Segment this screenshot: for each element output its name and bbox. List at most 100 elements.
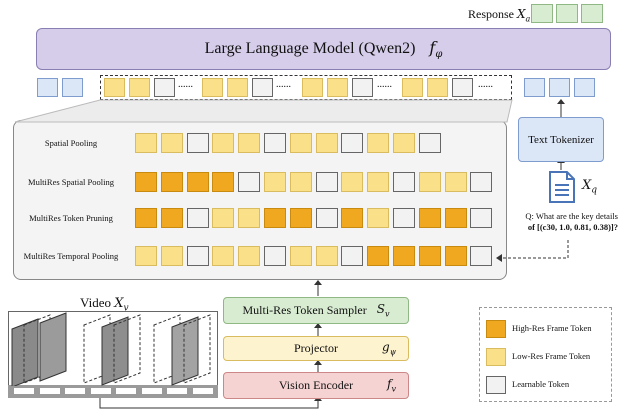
legend-label: Learnable Token bbox=[512, 379, 570, 389]
projector-symbol-letter: g bbox=[382, 340, 390, 355]
film-sprocket bbox=[116, 388, 136, 394]
document-icon bbox=[549, 171, 575, 203]
sequence-token-5 bbox=[154, 78, 175, 97]
sequence-token-16 bbox=[427, 78, 448, 97]
pooling-token bbox=[367, 133, 390, 153]
pooling-row-label: MultiRes Token Pruning bbox=[29, 213, 113, 223]
legend-label: High-Res Frame Token bbox=[512, 323, 592, 333]
query-text: Q: What are the key details of [(c30, 1.… bbox=[512, 211, 618, 233]
sampler-box: Multi-Res Token Sampler Sv bbox=[223, 297, 409, 324]
pooling-token bbox=[160, 246, 183, 266]
sequence-token-20 bbox=[549, 78, 570, 97]
film-strip-bottom bbox=[8, 385, 218, 398]
pooling-token bbox=[393, 172, 415, 192]
query-symbol-letter: X bbox=[582, 178, 592, 193]
pooling-row-label: Spatial Pooling bbox=[44, 138, 98, 148]
film-sprocket bbox=[167, 388, 187, 394]
llm-symbol-sub: φ bbox=[435, 49, 443, 61]
funnel-shape bbox=[14, 99, 513, 123]
pooling-token bbox=[444, 208, 467, 228]
pooling-token bbox=[160, 208, 183, 228]
sequence-token-11 bbox=[302, 78, 323, 97]
sequence-token-3 bbox=[104, 78, 125, 97]
projector-label: Projector bbox=[294, 341, 338, 355]
sequence-token-12 bbox=[327, 78, 348, 97]
pooling-row-label: MultiRes Spatial Pooling bbox=[28, 177, 114, 187]
pooling-token bbox=[418, 246, 441, 266]
projector-box: Projector gψ bbox=[223, 336, 409, 361]
llm-symbol-letter: f bbox=[429, 37, 436, 57]
encoder-symbol: fv bbox=[387, 377, 396, 393]
legend bbox=[479, 307, 612, 402]
film-sprocket bbox=[14, 388, 34, 394]
pooling-token bbox=[444, 246, 467, 266]
sequence-token-15 bbox=[402, 78, 423, 97]
pooling-token bbox=[289, 172, 312, 192]
film-sprocket bbox=[141, 388, 162, 394]
query-to-row-line bbox=[500, 240, 569, 259]
response-token-3 bbox=[581, 4, 603, 23]
legend-swatch-lt bbox=[486, 376, 506, 394]
sequence-token-1 bbox=[37, 78, 58, 97]
frame-group-3 bbox=[153, 314, 211, 386]
pooling-token bbox=[212, 246, 235, 266]
pooling-token bbox=[135, 172, 157, 192]
text-tokenizer-box: Text Tokenizer bbox=[518, 117, 604, 162]
sequence-ellipsis: ...... bbox=[377, 79, 392, 90]
pooling-token bbox=[238, 246, 261, 266]
pooling-token bbox=[264, 208, 286, 228]
encoder-label: Vision Encoder bbox=[278, 378, 354, 392]
tokenizer-to-seq-head bbox=[557, 99, 565, 104]
pooling-token bbox=[160, 172, 183, 192]
legend-swatch-hi bbox=[486, 320, 506, 338]
sequence-ellipsis: ...... bbox=[478, 79, 493, 90]
pooling-token bbox=[238, 208, 261, 228]
llm-symbol: fφ bbox=[429, 38, 442, 60]
film-sprocket bbox=[90, 388, 111, 394]
video-symbol: Xv bbox=[114, 296, 129, 314]
pooling-token bbox=[341, 133, 364, 153]
pooling-token bbox=[393, 246, 415, 266]
sequence-token-13 bbox=[352, 78, 373, 97]
pooling-token bbox=[418, 208, 441, 228]
legend-swatch-lo bbox=[486, 348, 506, 366]
video-symbol-sub: v bbox=[123, 303, 129, 314]
query-line-1: Q: What are the key details bbox=[525, 211, 618, 221]
pooling-token bbox=[212, 133, 235, 153]
pooling-token bbox=[186, 133, 209, 153]
response-symbol-letter: X bbox=[517, 7, 526, 21]
pooling-token bbox=[367, 246, 390, 266]
pooling-token bbox=[186, 246, 209, 266]
sequence-token-9 bbox=[252, 78, 273, 97]
response-text: Response bbox=[468, 7, 514, 21]
pooling-token bbox=[315, 208, 338, 228]
pooling-token bbox=[289, 208, 312, 228]
query-line-2: of [(c30, 1.0, 0.81, 0.38)]? bbox=[527, 222, 618, 232]
pooling-token bbox=[315, 246, 338, 266]
pooling-token bbox=[418, 172, 441, 192]
pooling-token bbox=[341, 208, 364, 228]
sampler-label: Multi-Res Token Sampler bbox=[242, 303, 367, 317]
sequence-token-8 bbox=[227, 78, 248, 97]
video-to-encoder-line bbox=[99, 398, 319, 409]
text-tokenizer-label: Text Tokenizer bbox=[528, 133, 594, 146]
llm-box: Large Language Model (Qwen2) fφ bbox=[36, 28, 611, 70]
pooling-token bbox=[315, 172, 338, 192]
pooling-token bbox=[186, 172, 209, 192]
response-label: Response Xa bbox=[468, 7, 530, 23]
pooling-token bbox=[393, 133, 415, 153]
sequence-token-17 bbox=[452, 78, 473, 97]
response-token-1 bbox=[531, 4, 553, 23]
encoder-symbol-letter: f bbox=[387, 377, 392, 392]
pooling-token bbox=[393, 208, 415, 228]
video-symbol-letter: X bbox=[114, 296, 124, 311]
pooling-token bbox=[264, 172, 286, 192]
pooling-token bbox=[264, 133, 286, 153]
sequence-token-7 bbox=[202, 78, 223, 97]
pooling-token bbox=[238, 172, 261, 192]
pooling-token bbox=[289, 133, 312, 153]
llm-label: Large Language Model (Qwen2) bbox=[204, 40, 416, 57]
pooling-token bbox=[135, 133, 157, 153]
pooling-token bbox=[135, 246, 157, 266]
sampler-symbol-sub: v bbox=[384, 309, 390, 319]
